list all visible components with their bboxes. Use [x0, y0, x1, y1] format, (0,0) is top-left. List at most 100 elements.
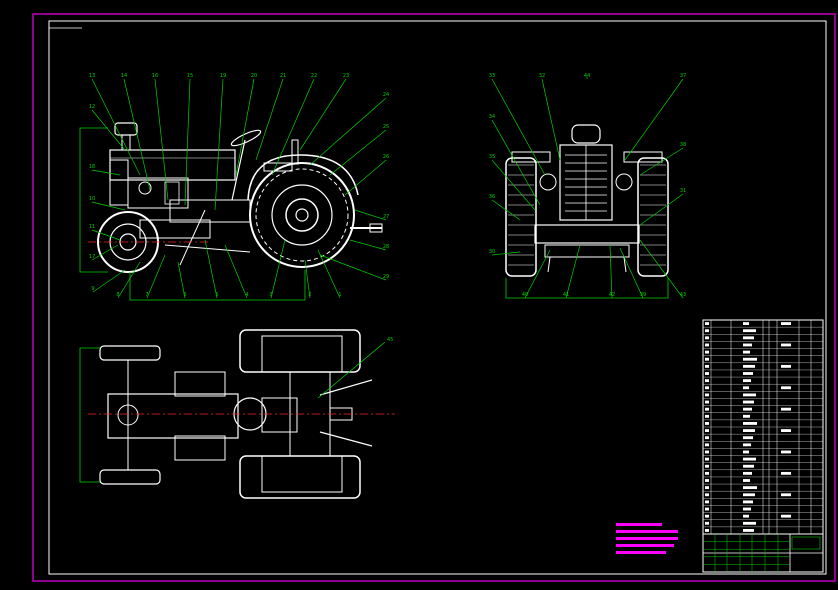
- front-seat-back: [571, 124, 601, 144]
- top-link-upper: [319, 379, 373, 396]
- table-cell-text: [743, 443, 751, 447]
- table-cell-number: [705, 500, 709, 504]
- leader-line: [329, 129, 387, 176]
- table-cell-text: [743, 436, 753, 440]
- top-engine-right: [174, 435, 226, 461]
- leader-line: [541, 78, 561, 161]
- balloon-label: 27: [383, 214, 389, 220]
- air-cleaner: [114, 122, 138, 136]
- table-cell-number: [705, 464, 709, 468]
- table-cell-number: [705, 329, 709, 333]
- balloon-label: 12: [89, 104, 95, 110]
- front-left-fender: [511, 151, 551, 163]
- table-cell-text: [743, 343, 752, 347]
- rear-hub: [285, 198, 319, 232]
- balloon-label: 20: [251, 73, 257, 79]
- table-cell-text: [743, 357, 757, 361]
- table-cell-text: [743, 393, 756, 397]
- table-cell-text: [743, 407, 752, 411]
- engine-part-2: [164, 181, 180, 205]
- balloon-label: 11: [89, 224, 95, 230]
- top-radiator-cap: [117, 404, 139, 426]
- table-cell-number: [705, 393, 709, 397]
- leader-line: [255, 78, 284, 161]
- table-cell-text: [743, 507, 751, 511]
- top-seat: [261, 397, 298, 433]
- leader-line: [309, 97, 387, 166]
- table-cell-text: [743, 471, 752, 475]
- balloon-label: 17: [89, 254, 95, 260]
- balloon-label: 33: [489, 73, 495, 79]
- leader-line: [317, 341, 386, 399]
- table-cell-text: [743, 329, 756, 333]
- note-line-2: [616, 530, 678, 533]
- table-cell-number: [705, 436, 709, 440]
- table-cell-number: [705, 414, 709, 418]
- table-cell-number: [705, 443, 709, 447]
- side-frame-bracket: [79, 127, 108, 273]
- side-bottom-bracket: [129, 270, 306, 301]
- leader-line: [565, 244, 581, 299]
- table-cell-text: [743, 379, 751, 383]
- table-cell-text: [743, 521, 756, 525]
- parts-list-table: [702, 319, 824, 535]
- balloon-label: 38: [680, 142, 686, 148]
- table-cell-text: [743, 414, 750, 418]
- leader-line: [91, 169, 121, 176]
- rear-rim: [271, 184, 333, 246]
- rear-tire: [249, 162, 355, 268]
- balloon-label: 21: [280, 73, 286, 79]
- leader-line: [91, 109, 126, 151]
- leader-line: [270, 239, 286, 299]
- leader-line: [349, 239, 387, 251]
- chassis: [169, 199, 251, 223]
- table-cell-text: [743, 322, 749, 325]
- seat: [263, 162, 293, 172]
- table-cell-text: [743, 364, 755, 368]
- table-cell-number: [705, 357, 709, 361]
- leader-line: [491, 159, 536, 211]
- leader-line: [177, 261, 186, 299]
- leader-line: [91, 78, 141, 176]
- balloon-label: 10: [89, 196, 95, 202]
- balloon-label: 2: [308, 292, 311, 298]
- link-arm-2: [164, 244, 251, 253]
- leader-line: [304, 259, 311, 299]
- front-axle-link-r: [623, 256, 627, 273]
- table-cell-material: [781, 471, 791, 475]
- table-cell-text: [743, 450, 749, 454]
- table-cell-number: [705, 457, 709, 461]
- table-cell-text: [743, 429, 755, 432]
- table-cell-number: [705, 486, 709, 490]
- table-cell-text: [743, 336, 754, 340]
- table-cell-material: [781, 364, 791, 368]
- rear-fender: [247, 154, 359, 201]
- balloon-label: 8: [116, 292, 119, 298]
- balloon-label: 28: [383, 244, 389, 250]
- front-headlight-right: [615, 173, 633, 191]
- leader-line: [91, 201, 126, 211]
- table-cell-text: [743, 500, 753, 504]
- balloon-label: 25: [383, 124, 389, 130]
- balloon-label: 14: [121, 73, 127, 79]
- balloon-label: 26: [383, 154, 389, 160]
- leader-line: [624, 78, 684, 161]
- table-cell-number: [705, 343, 709, 347]
- table-cell-number: [705, 336, 709, 340]
- grille: [109, 159, 129, 206]
- leader-line: [491, 78, 546, 176]
- table-cell-text: [743, 422, 757, 425]
- table-cell-number: [705, 514, 709, 518]
- balloon-label: 45: [387, 337, 393, 343]
- table-cell-text: [743, 400, 754, 404]
- rear-hub-center: [295, 208, 309, 222]
- top-rear-fender-lower: [261, 455, 343, 493]
- note-line-4: [616, 544, 674, 547]
- leader-line: [639, 239, 684, 299]
- balloon-label: 36: [489, 194, 495, 200]
- balloon-label: 42: [609, 292, 615, 298]
- leader-line: [92, 269, 126, 293]
- balloon-label: 9: [91, 286, 94, 292]
